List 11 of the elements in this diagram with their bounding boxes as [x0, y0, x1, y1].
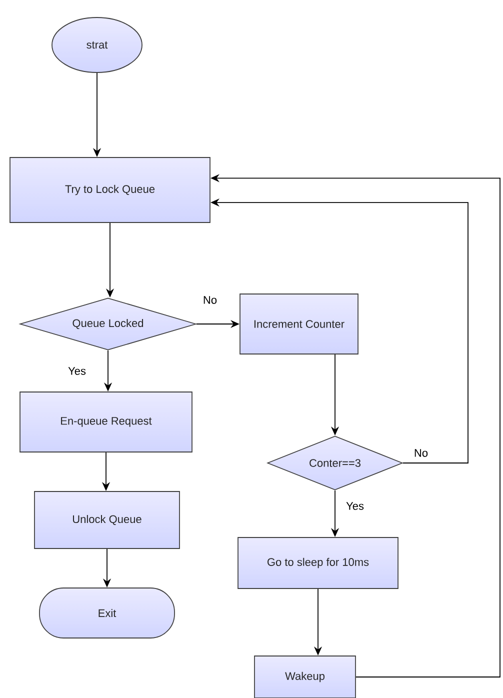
edge-label: Yes — [345, 501, 365, 511]
edge-label: Yes — [67, 366, 87, 376]
process-box: En-queue Request — [20, 392, 192, 452]
process-box: Try to Lock Queue — [10, 157, 210, 223]
process-box: Increment Counter — [240, 294, 358, 354]
process-box: Wakeup — [254, 656, 356, 698]
end-terminal: Exit — [39, 588, 175, 638]
edge-label: No — [412, 448, 430, 458]
edge-label: No — [202, 295, 218, 305]
process-box: Go to sleep for 10ms — [238, 537, 398, 589]
process-box: Unlock Queue — [34, 491, 180, 549]
